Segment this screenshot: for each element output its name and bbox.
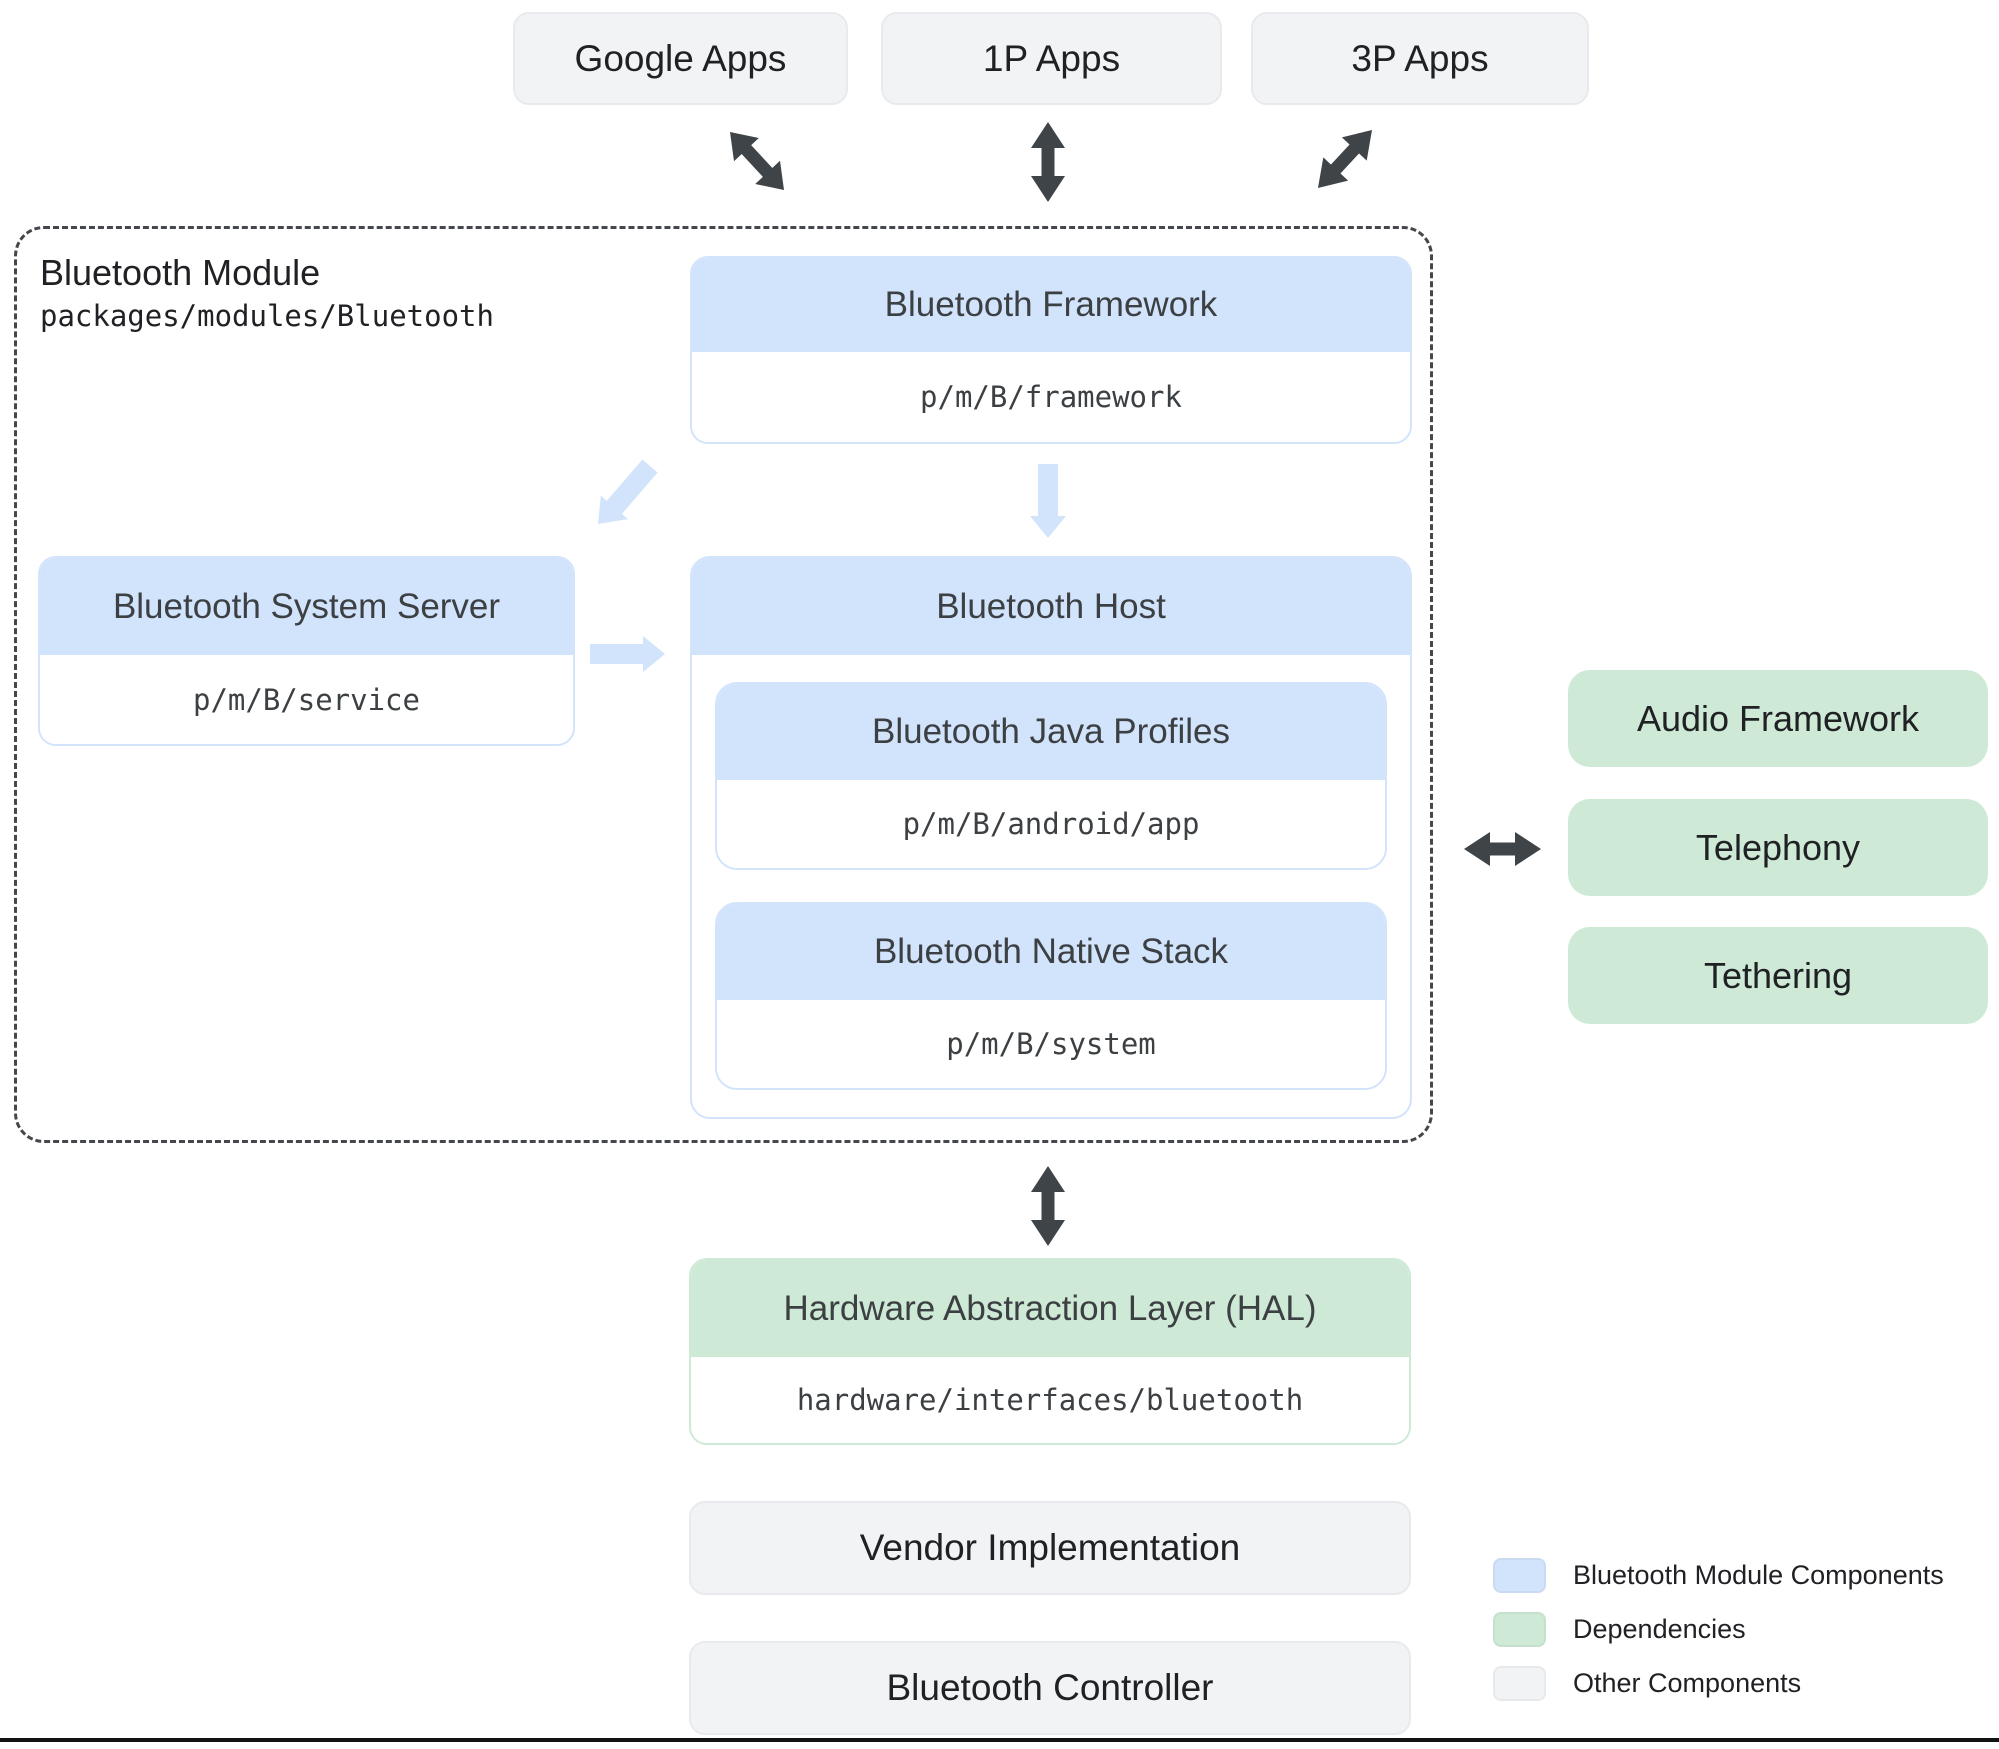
hal-title: Hardware Abstraction Layer (HAL) (691, 1260, 1409, 1357)
vendor-implementation-box: Vendor Implementation (689, 1501, 1411, 1595)
audio-framework-label: Audio Framework (1636, 697, 1920, 739)
1p-apps-box: 1P Apps (881, 12, 1222, 105)
bluetooth-controller-label: Bluetooth Controller (886, 1667, 1214, 1708)
bluetooth-native-stack-path: p/m/B/system (717, 1000, 1385, 1088)
bluetooth-module-title: Bluetooth Module (40, 252, 321, 293)
google-apps-label: Google Apps (574, 37, 787, 79)
legend-swatch-blue (1493, 1558, 1546, 1593)
bluetooth-system-server-title: Bluetooth System Server (40, 558, 573, 655)
telephony-box: Telephony (1568, 799, 1988, 896)
1p-apps-module-arrow-icon (1031, 122, 1065, 202)
google-apps-module-arrow-icon (730, 132, 784, 190)
legend-swatch-gray (1493, 1666, 1546, 1701)
legend-item-module-components: Bluetooth Module Components (1493, 1558, 1944, 1593)
legend-label-other-components: Other Components (1573, 1668, 1802, 1698)
bluetooth-native-stack-title: Bluetooth Native Stack (717, 904, 1385, 1000)
module-dependencies-arrow-icon (1464, 832, 1541, 866)
3p-apps-module-arrow-icon (1318, 130, 1372, 188)
hal-box: Hardware Abstraction Layer (HAL) hardwar… (689, 1258, 1411, 1445)
tethering-label: Tethering (1703, 954, 1853, 996)
hal-path: hardware/interfaces/bluetooth (691, 1357, 1409, 1443)
bluetooth-module-frame (14, 226, 1433, 1143)
bluetooth-system-server-box: Bluetooth System Server p/m/B/service (38, 556, 575, 746)
bluetooth-module-path: packages/modules/Bluetooth (40, 299, 494, 333)
legend-item-dependencies: Dependencies (1493, 1612, 1746, 1647)
bluetooth-framework-path: p/m/B/framework (692, 352, 1410, 442)
telephony-label: Telephony (1695, 826, 1861, 868)
bluetooth-java-profiles-box: Bluetooth Java Profiles p/m/B/android/ap… (715, 682, 1387, 870)
bluetooth-java-profiles-title: Bluetooth Java Profiles (717, 684, 1385, 780)
legend-label-dependencies: Dependencies (1573, 1614, 1746, 1644)
bluetooth-module-caption: Bluetooth Module packages/modules/Blueto… (40, 250, 494, 336)
google-apps-box: Google Apps (513, 12, 848, 105)
audio-framework-box: Audio Framework (1568, 670, 1988, 767)
bluetooth-controller-box: Bluetooth Controller (689, 1641, 1411, 1735)
1p-apps-label: 1P Apps (982, 37, 1121, 79)
bluetooth-java-profiles-path: p/m/B/android/app (717, 780, 1385, 868)
bluetooth-framework-box: Bluetooth Framework p/m/B/framework (690, 256, 1412, 444)
legend-label-module-components: Bluetooth Module Components (1573, 1560, 1944, 1590)
bluetooth-native-stack-box: Bluetooth Native Stack p/m/B/system (715, 902, 1387, 1090)
vendor-implementation-label: Vendor Implementation (859, 1527, 1241, 1568)
bluetooth-system-server-path: p/m/B/service (40, 655, 573, 744)
3p-apps-label: 3P Apps (1351, 37, 1489, 79)
figure-bottom-border (0, 1738, 1999, 1742)
tethering-box: Tethering (1568, 927, 1988, 1024)
module-hal-arrow-icon (1031, 1166, 1065, 1246)
bluetooth-framework-title: Bluetooth Framework (692, 258, 1410, 352)
legend-swatch-green (1493, 1612, 1546, 1647)
bluetooth-host-title: Bluetooth Host (692, 558, 1410, 655)
legend-item-other-components: Other Components (1493, 1666, 1801, 1701)
3p-apps-box: 3P Apps (1251, 12, 1589, 105)
